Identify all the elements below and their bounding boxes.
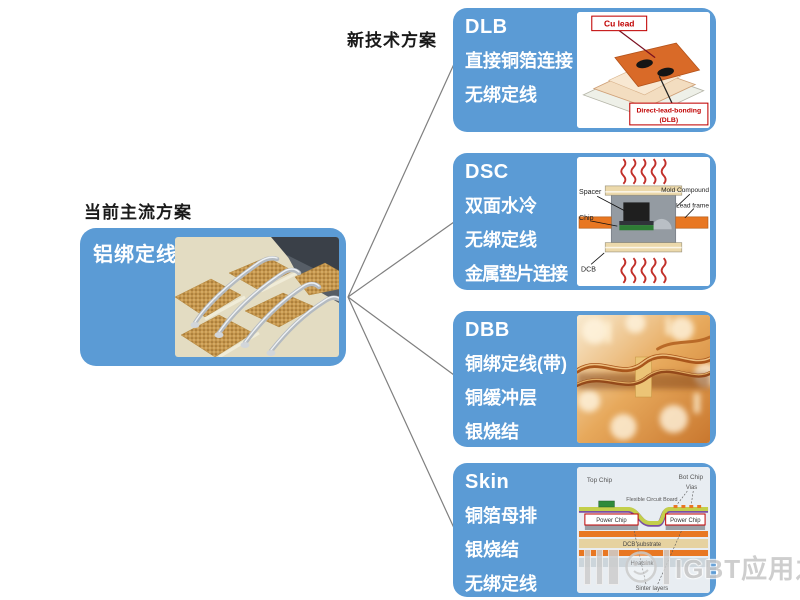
option-line: 银烧结 <box>465 422 519 442</box>
connector-line-dbb <box>347 296 455 376</box>
dlb-label-cu-lead: Cu lead <box>604 19 634 29</box>
option-box-dbb: DBB 铜绑定线(带) 铜缓冲层 银烧结 <box>453 311 716 447</box>
aluminum-wire-bond-photo <box>175 237 339 357</box>
dbb-photo <box>577 315 710 443</box>
option-line: 银烧结 <box>465 540 519 560</box>
current-solution-label: 当前主流方案 <box>84 203 192 222</box>
option-box-dlb: DLB 直接铜箔连接 无绑定线 Cu lead Direct-lead-bond… <box>453 8 716 132</box>
option-title-dbb: DBB <box>465 319 510 341</box>
dlb-diagram: Cu lead Direct-lead-bonding (DLB) <box>577 12 710 128</box>
skin-label-flex: Flexible Circuit Board <box>626 497 677 503</box>
option-line: 双面水冷 <box>465 196 537 216</box>
option-line: 无绑定线 <box>465 574 537 594</box>
option-title-dsc: DSC <box>465 161 509 183</box>
option-line: 无绑定线 <box>465 85 537 105</box>
aluminum-wire-bond-illustration <box>175 237 339 357</box>
option-line: 直接铜箔连接 <box>465 51 573 71</box>
skin-label-dcb-substrate: DCB substrate <box>623 542 662 548</box>
connector-line-dlb <box>347 63 455 298</box>
dsc-label-mold: Mold Compound <box>661 187 709 194</box>
current-solution-title: 铝绑定线 <box>93 244 177 266</box>
skin-diagram-illustration: Top Chip Bot Chip Vias Flexible Circuit … <box>577 467 710 593</box>
option-line: 无绑定线 <box>465 230 537 250</box>
dsc-label-chip: Chip <box>579 214 594 222</box>
skin-label-power-chip-left: Power Chip <box>596 518 627 524</box>
option-line: 铜绑定线(带) <box>465 354 567 374</box>
skin-diagram: Top Chip Bot Chip Vias Flexible Circuit … <box>577 467 710 593</box>
dlb-diagram-illustration: Cu lead Direct-lead-bonding (DLB) <box>577 12 710 128</box>
dsc-diagram: Spacer Chip Mold Compound Lead frame DCB <box>577 157 710 286</box>
option-box-dsc: DSC 双面水冷 无绑定线 金属垫片连接 <box>453 153 716 290</box>
option-title-dlb: DLB <box>465 16 508 38</box>
skin-label-vias: Vias <box>686 485 697 491</box>
dbb-copper-ribbon-photo <box>577 315 710 443</box>
skin-label-heatsink: Heatsink <box>631 561 654 567</box>
dlb-label-caption-1: Direct-lead-bonding <box>637 108 702 115</box>
dlb-label-caption-2: (DLB) <box>660 117 679 124</box>
skin-label-sinter: Sinter layers <box>635 586 668 592</box>
connector-line-dsc <box>347 221 455 298</box>
skin-label-power-chip-right: Power Chip <box>670 518 701 524</box>
option-line: 铜箔母排 <box>465 506 537 526</box>
dsc-label-spacer: Spacer <box>579 188 602 196</box>
option-box-skin: Skin 铜箔母排 银烧结 无绑定线 <box>453 463 716 597</box>
option-line: 金属垫片连接 <box>465 264 568 284</box>
dsc-diagram-illustration: Spacer Chip Mold Compound Lead frame DCB <box>577 157 710 286</box>
skin-label-bot-chip: Bot Chip <box>679 474 704 481</box>
new-technology-label: 新技术方案 <box>347 31 437 50</box>
option-title-skin: Skin <box>465 471 510 493</box>
dsc-label-leadframe: Lead frame <box>676 203 709 210</box>
current-solution-box: 铝绑定线 <box>80 228 346 366</box>
skin-label-top-chip: Top Chip <box>587 477 613 484</box>
dsc-label-dcb: DCB <box>581 265 596 273</box>
option-line: 铜缓冲层 <box>465 388 537 408</box>
connector-line-skin <box>347 296 455 529</box>
